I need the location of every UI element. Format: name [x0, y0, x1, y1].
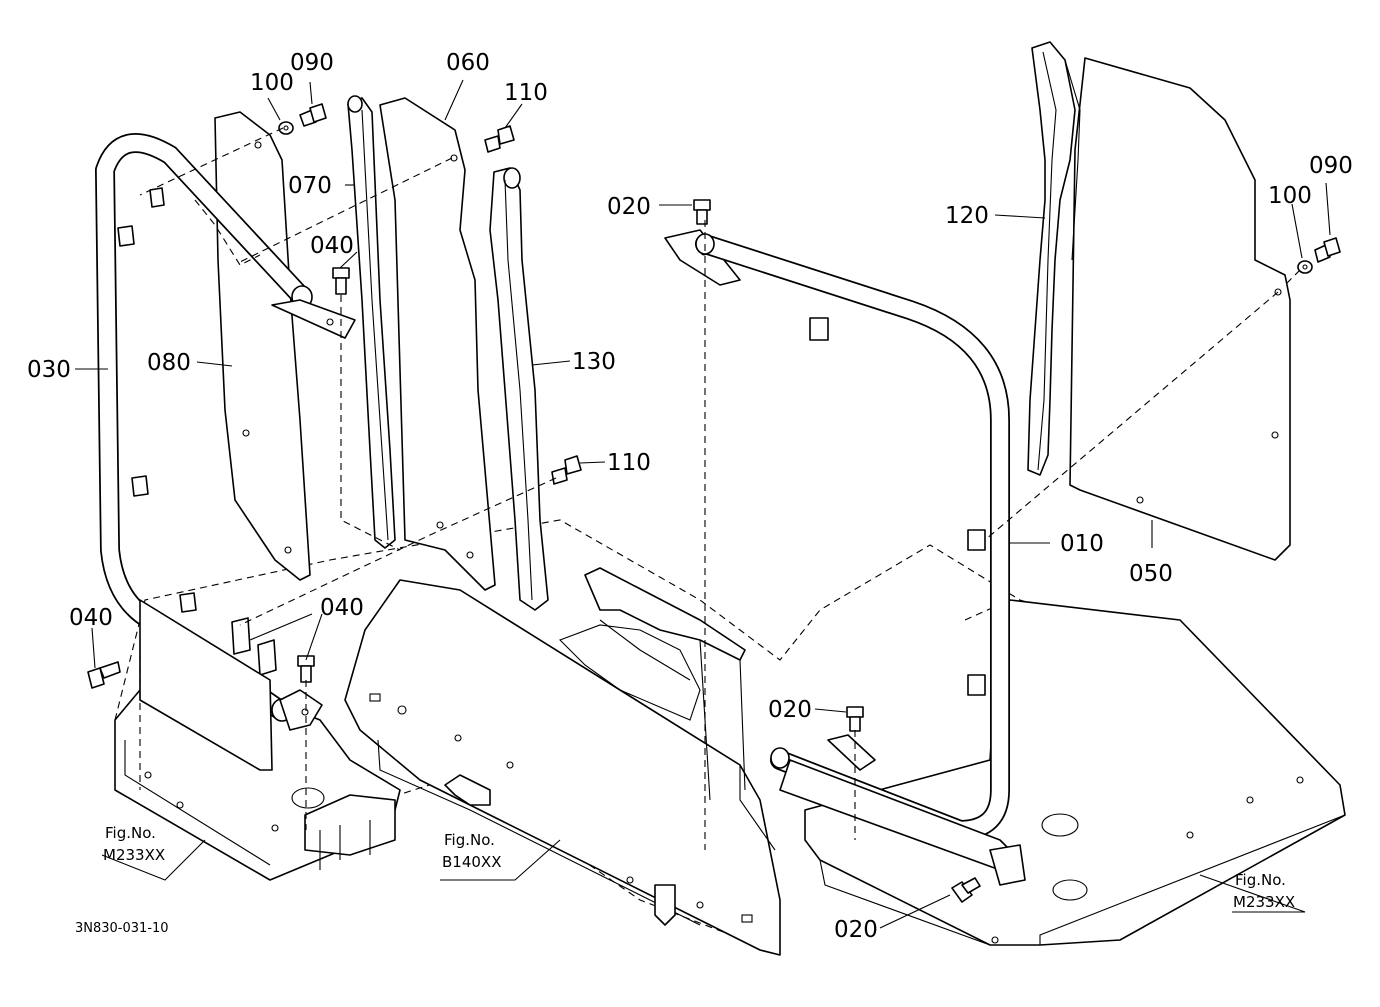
floor-plate-left: [114, 689, 401, 881]
bolt-040-left: [87, 661, 121, 689]
callout-080: 080: [147, 350, 191, 376]
callout-labels: 090 100 060 110 070 040 030 080 130 110 …: [27, 50, 1353, 943]
callout-040-left: 040: [69, 605, 113, 631]
callout-120: 120: [945, 203, 989, 229]
part-060-center-panel: [379, 97, 496, 591]
bolt-040-top: [332, 267, 350, 295]
callout-020-top: 020: [607, 194, 651, 220]
screw-090-left: [299, 103, 327, 127]
fig-ref-center-label: Fig.No.: [444, 831, 495, 849]
washer-100-right: [1297, 260, 1313, 274]
callout-020-middle: 020: [768, 697, 812, 723]
part-050-right-panel: [1069, 57, 1291, 561]
callout-090-right: 090: [1309, 153, 1353, 179]
callout-040-top: 040: [310, 233, 354, 259]
screw-090-right: [1314, 237, 1341, 263]
callout-040-center: 040: [320, 595, 364, 621]
bolt-020-middle: [846, 706, 864, 732]
fig-ref-right-code: M233XX: [1233, 893, 1295, 911]
bolt-110-middle: [551, 455, 582, 485]
part-030-left-handrail: [95, 133, 356, 771]
alignment-lines: [139, 127, 1301, 850]
callout-090-left: 090: [290, 50, 334, 76]
center-side-panel: [344, 579, 781, 956]
floor-plate-right: [804, 599, 1346, 946]
callout-010: 010: [1060, 531, 1104, 557]
callout-050: 050: [1129, 561, 1173, 587]
internal-bracket: [559, 567, 746, 801]
drawing-code: 3N830-031-10: [75, 921, 169, 936]
part-070-seal-strip: [347, 95, 396, 549]
fig-ref-left-code: M233XX: [103, 846, 165, 864]
part-010-right-handrail: [664, 229, 1026, 886]
fasteners: [87, 103, 1341, 903]
fig-ref-left-label: Fig.No.: [105, 824, 156, 842]
bolt-020-top: [693, 199, 711, 225]
callout-130: 130: [572, 349, 616, 375]
bolt-110-top: [484, 125, 515, 153]
leader-lines: [75, 79, 1331, 929]
callout-020-bottom: 020: [834, 917, 878, 943]
callout-100-left: 100: [250, 70, 294, 96]
fig-ref-center-code: B140XX: [442, 853, 501, 871]
callout-110-middle: 110: [607, 450, 651, 476]
callout-070: 070: [288, 173, 332, 199]
washer-100-left: [278, 121, 294, 135]
callout-100-right: 100: [1268, 183, 1312, 209]
figure-references: Fig.No. M233XX Fig.No. B140XX Fig.No. M2…: [103, 824, 1295, 911]
fig-ref-right-label: Fig.No.: [1235, 871, 1286, 889]
bolt-020-bottom: [951, 877, 981, 903]
callout-030: 030: [27, 357, 71, 383]
part-120-right-seal: [1027, 41, 1081, 476]
callout-060: 060: [446, 50, 490, 76]
part-130-seal-tube: [489, 167, 549, 611]
callout-110-top: 110: [504, 80, 548, 106]
